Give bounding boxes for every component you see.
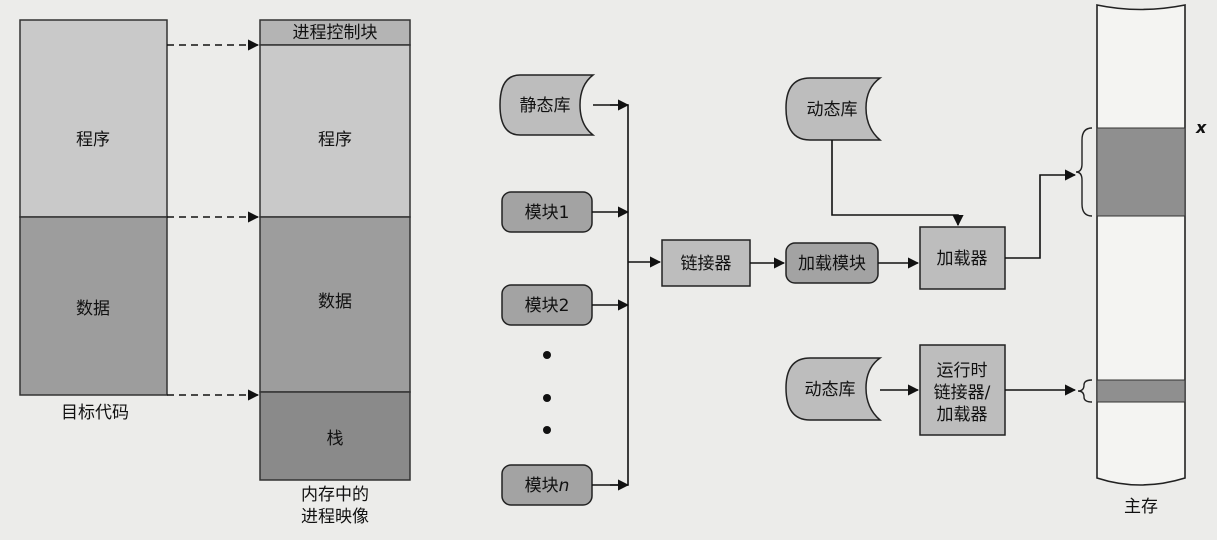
linker-box [661,239,751,287]
module-connectors [592,99,662,491]
process-image-pcb-section [259,19,411,46]
static-library-node: 静态库 [499,74,596,136]
module2-label: 模块2 [525,296,570,316]
load-module-node: 加载模块 [785,242,879,284]
object-code-data-label: 数据 [76,299,110,319]
dynamic-library-bottom-label: 动态库 [805,380,856,400]
main-memory-block: x 主存 [1075,4,1207,517]
memory-runtime-brace [1077,379,1093,403]
memory-runtime-region [1096,379,1186,403]
linker-node: 链接器 [661,239,751,287]
runtime-linker-loader-node: 运行时 链接器/ 加载器 [919,344,1006,436]
loader-box [919,226,1006,290]
modulen-label-subscript: n [559,476,570,496]
process-image-stack-label: 栈 [327,429,344,449]
object-code-data-section [19,216,168,396]
linker-label: 链接器 [681,254,732,274]
modulen-node: 模块n [501,464,593,506]
dynamic-library-bottom-node: 动态库 [785,357,883,421]
dynamic-library-top-shape [785,77,883,141]
process-image-program-section [259,44,411,218]
connector-static-library [593,104,629,262]
process-image-data-section [259,216,411,393]
modulen-label-text: 模块 [525,476,559,496]
process-image-stack-section [259,391,411,481]
dynamic-library-top-label: 动态库 [807,100,858,120]
loader-node: 加载器 [919,226,1006,290]
runtime-linker-loader-box [919,344,1006,436]
process-image-caption-line1: 内存中的 [301,485,369,505]
connector-modulen [592,262,629,486]
arrow-loader-to-memory [1005,169,1077,259]
object-code-caption: 目标代码 [61,403,129,423]
module1-node: 模块1 [501,191,593,233]
process-image-block: 进程控制块 程序 数据 栈 内存中的 进程映像 [259,19,411,527]
process-image-caption-line2: 进程映像 [301,507,369,527]
dynamic-library-top-node: 动态库 [785,77,883,141]
runtime-line2: 链接器/ [934,383,991,403]
linking-flow: 静态库 模块1 模块2 模块n [499,74,1077,506]
runtime-line1: 运行时 [937,361,988,381]
load-module-label: 加载模块 [798,254,866,274]
mapping-arrows [167,39,260,401]
object-code-block: 程序 数据 目标代码 [19,19,168,423]
ellipsis-dot [543,426,551,434]
static-library-shape [499,74,596,136]
module-ellipsis [543,351,551,434]
memory-x-label: x [1195,118,1207,137]
object-code-program-label: 程序 [76,130,110,150]
memory-loaded-brace [1075,127,1093,217]
runtime-line3: 加载器 [937,405,988,425]
process-image-program-label: 程序 [318,130,352,150]
main-memory-outline [1096,4,1186,486]
main-memory-label: 主存 [1124,497,1158,517]
static-library-label: 静态库 [520,96,571,116]
object-code-program-section [19,19,168,218]
arrow-dynamic-library-to-loader [831,140,964,227]
modulen-label: 模块n [525,476,570,496]
module1-label: 模块1 [525,203,570,223]
memory-loaded-region [1096,127,1186,217]
module2-node: 模块2 [501,284,593,326]
ellipsis-dot [543,351,551,359]
process-image-pcb-label: 进程控制块 [293,23,378,43]
loader-label: 加载器 [937,249,988,269]
process-image-data-label: 数据 [318,292,352,312]
ellipsis-dot [543,394,551,402]
dynamic-library-bottom-shape [785,357,883,421]
